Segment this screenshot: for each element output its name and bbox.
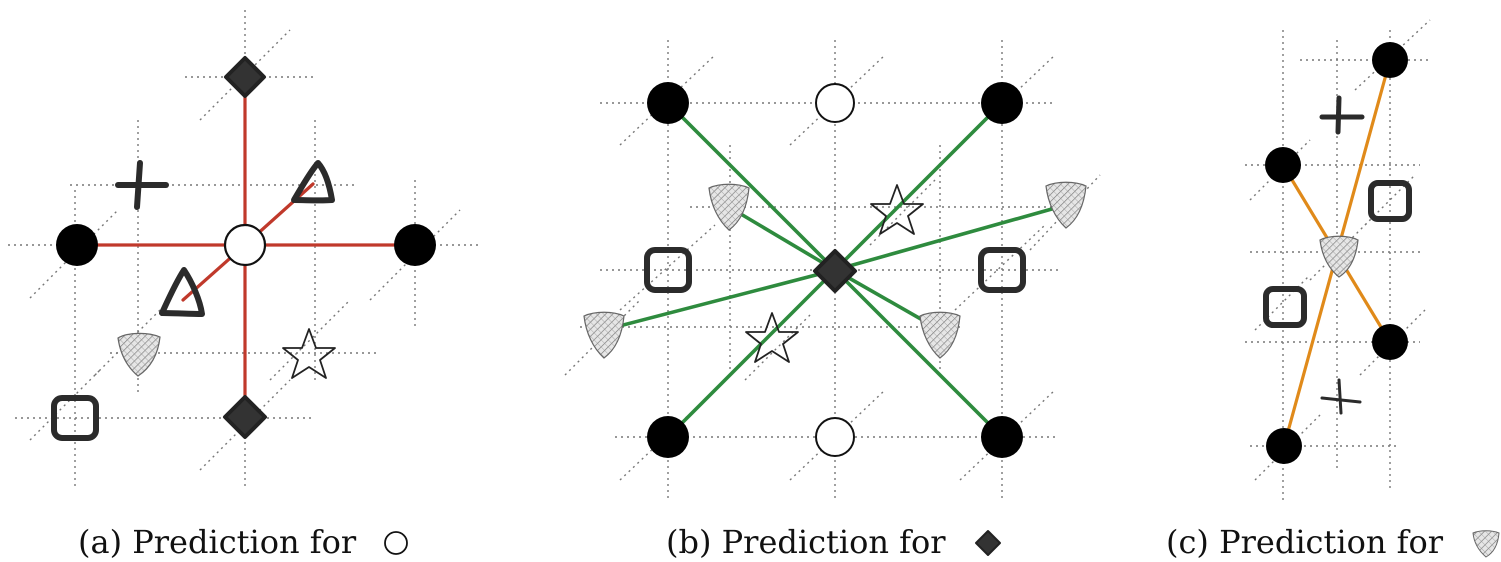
open-square-node (644, 247, 692, 293)
filled-circle-node (647, 82, 689, 124)
panel-a: (a) Prediction for (8, 10, 478, 561)
panel-c-nodes (1263, 42, 1412, 464)
filled-circle-node (1265, 147, 1301, 183)
edge-b (666, 268, 837, 439)
plus-node (1319, 95, 1365, 135)
filled-circle-node (647, 416, 689, 458)
star-node (745, 312, 799, 363)
filled-circle-node (394, 224, 436, 266)
triangle-node (159, 267, 205, 317)
open-square-node (1368, 180, 1412, 222)
edge-b (727, 205, 837, 272)
hatched-shield-node (919, 311, 961, 359)
panel-a-caption: (a) Prediction for (78, 523, 408, 561)
edge-b (666, 101, 837, 272)
filled-circle-node (1372, 324, 1408, 360)
query-hatched-shield-node (1319, 235, 1359, 278)
plus-node (115, 160, 169, 210)
query-filled-diamond-node (813, 249, 857, 293)
caption-c-hatched-shield-icon (1472, 530, 1500, 558)
edge-b (833, 101, 1004, 272)
filled-circle-node (981, 416, 1023, 458)
filled-circle-node (1372, 42, 1408, 78)
filled-circle-node (981, 82, 1023, 124)
star-node (282, 328, 336, 379)
hatched-shield-node (708, 183, 750, 231)
caption-a-open-circle-icon (384, 531, 408, 555)
edge-b (602, 268, 837, 332)
caption-b-text: (b) Prediction for (666, 523, 946, 561)
open-circle-node (815, 417, 855, 457)
caption-c-text: (c) Prediction for (1166, 523, 1444, 561)
caption-a-text: (a) Prediction for (78, 523, 357, 561)
query-open-circle-node (223, 223, 267, 267)
edge-b (833, 203, 1068, 272)
caption-b-filled-diamond-icon (975, 530, 1001, 556)
filled-circle-node (1266, 428, 1302, 464)
triangle-node (291, 160, 335, 204)
open-square-node (1263, 286, 1307, 328)
panel-c-caption: (c) Prediction for (1166, 523, 1500, 561)
hatched-shield-node (1045, 181, 1087, 229)
plus-node (1320, 378, 1362, 415)
star-node (870, 184, 924, 235)
open-square-node (978, 247, 1026, 293)
filled-diamond-node (224, 56, 266, 98)
panel-b-caption: (b) Prediction for (666, 523, 1001, 561)
filled-circle-node (56, 224, 98, 266)
open-circle-node (815, 83, 855, 123)
hatched-shield-node (117, 332, 161, 377)
open-square-node (51, 395, 99, 441)
panel-a-nodes (51, 56, 436, 441)
panel-c: (c) Prediction for (1166, 19, 1500, 561)
panel-b-nodes (583, 82, 1087, 458)
filled-diamond-node (223, 395, 267, 439)
panel-b: (b) Prediction for (564, 40, 1101, 561)
edge-b (833, 268, 1004, 439)
hatched-shield-node (583, 311, 625, 359)
